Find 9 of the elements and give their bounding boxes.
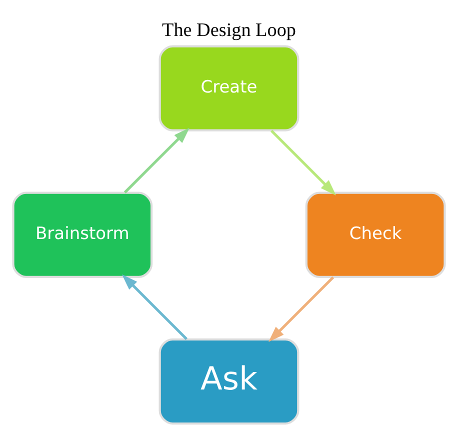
node-box: Brainstorm xyxy=(12,192,152,278)
node-box: Check xyxy=(304,192,446,278)
arrow xyxy=(268,276,334,342)
arrow xyxy=(123,128,190,194)
node-box: Ask xyxy=(158,338,299,425)
diagram-title: The Design Loop xyxy=(162,20,296,42)
arrow xyxy=(270,130,336,196)
arrow xyxy=(121,274,188,340)
node-box: Create xyxy=(158,45,299,132)
